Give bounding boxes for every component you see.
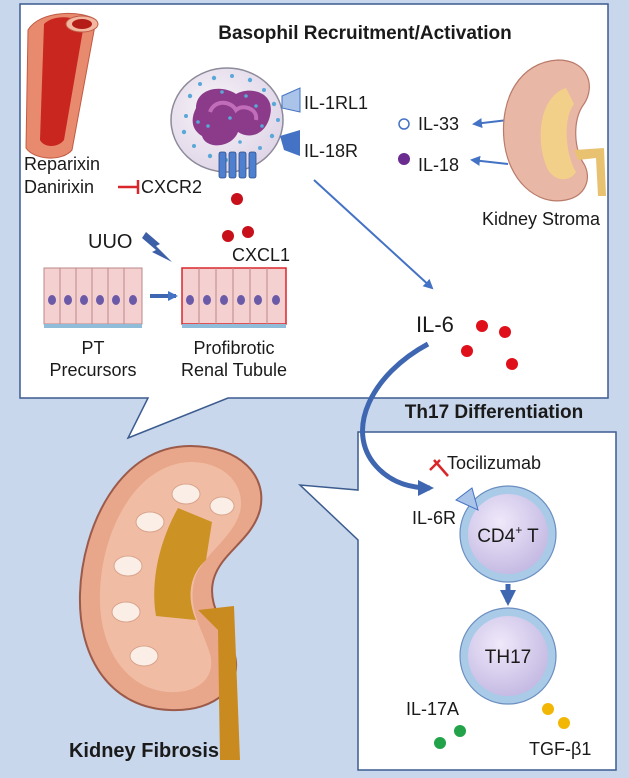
il17a-label: IL-17A [406,699,459,719]
il6-dot [461,345,473,357]
reparixin-label: Reparixin [24,154,100,174]
il6-dot [499,326,511,338]
il17a-dot [454,725,466,737]
cxcl1-dot [222,230,234,242]
cxcl1-label: CXCL1 [232,245,290,265]
th17-cell-icon [459,607,557,705]
il33-label: IL-33 [418,114,459,134]
top-panel [19,3,609,440]
cxcr2-inhibition-icon [118,180,140,194]
basophil-cell-icon [170,67,301,179]
lightning-bolt-icon [142,232,172,262]
kidney-stroma-icon [502,59,606,202]
kidney-stroma-label: Kidney Stroma [482,209,601,229]
il6-label: IL-6 [416,312,454,337]
cxcr2-label: CXCR2 [141,177,202,197]
tocilizumab-label: Tocilizumab [447,453,541,473]
tgfb1-dot [558,717,570,729]
il18-dot [398,153,410,165]
cd4-label: CD4+ T [477,523,539,547]
th17-cell-label: TH17 [485,647,531,668]
tocilizumab-inhibition-icon [429,459,449,477]
il17a-dot [434,737,446,749]
bottom-panel-title: Kidney Fibrosis [69,740,219,762]
th17-panel-title: Th17 Differentiation [405,402,583,423]
pt-precursor-cells-icon [43,267,143,328]
pt-label-line1: PT [81,338,104,358]
basophil-to-il6-arrow [313,179,434,290]
profibrotic-label-line1: Profibrotic [193,338,274,358]
il6-dot [506,358,518,370]
cxcl1-dot [231,193,243,205]
danirixin-label: Danirixin [24,177,94,197]
cxcl1-dot [242,226,254,238]
stroma-to-il18-arrow [470,155,509,166]
kidney-fibrosis-icon [78,444,263,760]
stroma-to-il33-arrow [472,118,509,129]
profibrotic-label-line2: Renal Tubule [181,360,287,380]
tgfb1-dot [542,703,554,715]
uuo-label: UUO [88,231,132,253]
tgfb1-label: TGF-β1 [529,739,591,759]
top-panel-title: Basophil Recruitment/Activation [218,23,512,44]
il18r-label: IL-18R [304,141,358,161]
il6r-label: IL-6R [412,508,456,528]
il18-label: IL-18 [418,155,459,175]
il6-to-receptor-arrow [360,341,434,496]
profibrotic-tubule-icon [181,267,287,328]
il33-dot [398,118,410,130]
cd4-t-cell-icon [455,485,557,583]
il6-dot [476,320,488,332]
il1rl1-label: IL-1RL1 [304,93,368,113]
pt-label-line2: Precursors [49,360,136,380]
blood-vessel-icon [25,12,99,159]
